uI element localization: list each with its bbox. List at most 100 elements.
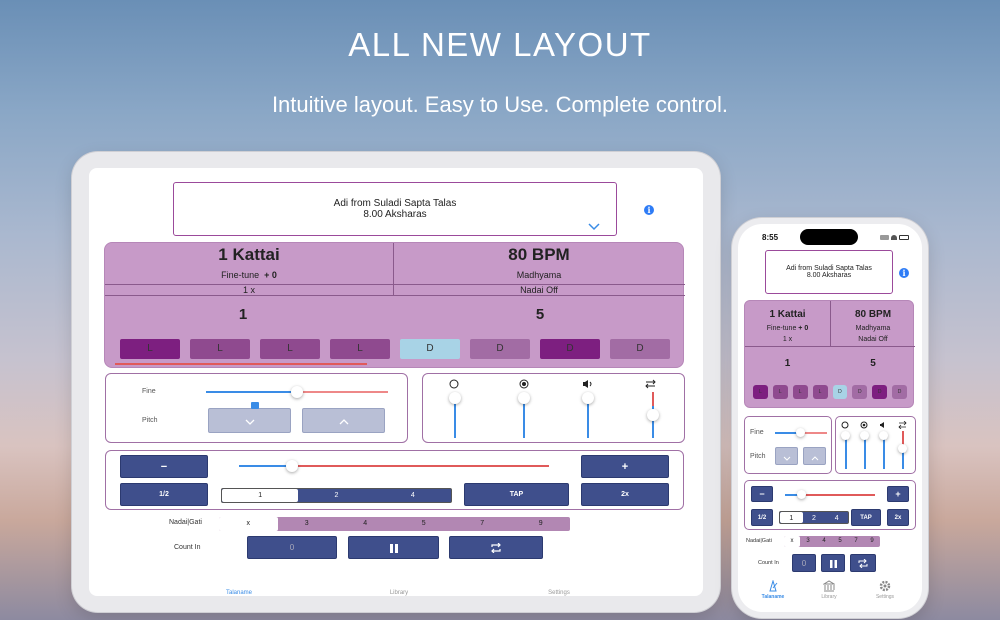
tempo-slider-knob[interactable] bbox=[797, 490, 806, 499]
pause-button[interactable] bbox=[348, 536, 439, 559]
bpm-value[interactable]: 80 BPM bbox=[854, 309, 892, 320]
fine-slider-knob[interactable] bbox=[291, 386, 303, 398]
beat-cell-4[interactable]: L bbox=[812, 385, 828, 399]
nadai-option-5[interactable]: 5 bbox=[838, 538, 842, 544]
tap-button[interactable]: TAP bbox=[464, 483, 569, 506]
wifi-icon bbox=[891, 235, 897, 240]
beat-cell-4[interactable]: L bbox=[330, 339, 390, 359]
beat-cell-6[interactable]: D bbox=[470, 339, 530, 359]
tab-library[interactable]: Library bbox=[808, 580, 850, 600]
volume-knob-3[interactable] bbox=[582, 392, 594, 404]
volume-slider-2[interactable] bbox=[864, 435, 866, 469]
pitch-up-button[interactable] bbox=[803, 447, 826, 465]
pitch-up-button[interactable] bbox=[302, 408, 385, 433]
beat-cell-1[interactable]: L bbox=[120, 339, 180, 359]
nadai-option-9[interactable]: 9 bbox=[538, 520, 543, 527]
fine-slider[interactable] bbox=[206, 386, 388, 398]
speed-segmented[interactable]: 1 2 4 bbox=[221, 488, 452, 503]
bpm-value[interactable]: 80 BPM bbox=[508, 245, 570, 264]
beat-cell-5[interactable]: D bbox=[400, 339, 460, 359]
nadai-option-9[interactable]: 9 bbox=[870, 538, 874, 544]
volume-knob-1[interactable] bbox=[841, 431, 850, 440]
tab-library[interactable]: Library bbox=[369, 590, 429, 596]
volume-slider-3[interactable] bbox=[883, 435, 885, 469]
tab-label: Settings bbox=[548, 590, 570, 596]
tab-settings[interactable]: Settings bbox=[529, 590, 589, 596]
volume-knob-4[interactable] bbox=[898, 444, 907, 453]
pause-button[interactable] bbox=[821, 554, 845, 572]
talam-selector[interactable]: Adi from Suladi Sapta Talas 8.00 Akshara… bbox=[173, 182, 617, 236]
nadai-option-x[interactable]: x bbox=[219, 517, 278, 531]
fine-slider[interactable] bbox=[775, 428, 827, 437]
speed-segmented[interactable]: 1 2 4 bbox=[779, 511, 849, 524]
half-button[interactable]: 1/2 bbox=[751, 509, 773, 526]
kattai-value[interactable]: 1 Kattai bbox=[218, 245, 280, 264]
volume-knob-2[interactable] bbox=[860, 431, 869, 440]
tempo-slider-knob[interactable] bbox=[286, 460, 298, 472]
nadai-option-x[interactable]: x bbox=[784, 536, 800, 547]
repeat-button[interactable] bbox=[850, 554, 876, 572]
pitch-down-button[interactable] bbox=[208, 408, 291, 433]
speed-option-2[interactable]: 2 bbox=[812, 515, 816, 522]
nadai-option-4[interactable]: 4 bbox=[822, 538, 826, 544]
double-button[interactable]: 2x bbox=[581, 483, 669, 506]
tab-settings[interactable]: Settings bbox=[864, 580, 906, 600]
nadai-option-3[interactable]: 3 bbox=[806, 538, 810, 544]
nadai-segmented[interactable]: x 3 4 5 7 9 bbox=[784, 536, 880, 547]
nadai-option-7[interactable]: 7 bbox=[480, 520, 485, 527]
nadai-option-5[interactable]: 5 bbox=[421, 520, 426, 527]
half-button[interactable]: 1/2 bbox=[120, 483, 208, 506]
speed-option-2[interactable]: 2 bbox=[334, 492, 339, 499]
plus-button[interactable]: + bbox=[887, 486, 909, 502]
countin-value[interactable]: 0 bbox=[247, 536, 337, 559]
tab-talaname[interactable]: Talaname bbox=[209, 590, 269, 596]
beat-cell-8[interactable]: D bbox=[892, 385, 907, 399]
volume-knob-2[interactable] bbox=[518, 392, 530, 404]
beat-cell-1[interactable]: L bbox=[753, 385, 768, 399]
volume-slider-1[interactable] bbox=[454, 398, 456, 438]
fine-label: Fine bbox=[750, 429, 764, 436]
volume-slider-1[interactable] bbox=[845, 435, 847, 469]
volume-slider-3[interactable] bbox=[587, 398, 589, 438]
volume-knob-1[interactable] bbox=[449, 392, 461, 404]
volume-knob-4[interactable] bbox=[647, 409, 659, 421]
tempo-slider[interactable] bbox=[239, 460, 549, 472]
iphone-screen: 8:55 Adi from Suladi Sapta Talas 8.00 Ak… bbox=[738, 224, 922, 612]
beat-cell-7[interactable]: D bbox=[540, 339, 600, 359]
finetune-readout: Fine-tune + 0 bbox=[105, 270, 393, 280]
speed-option-4[interactable]: 4 bbox=[834, 515, 839, 522]
repeat-icon bbox=[491, 542, 501, 554]
pitch-down-button[interactable] bbox=[775, 447, 798, 465]
volume-knob-3[interactable] bbox=[879, 431, 888, 440]
beat-cell-5[interactable]: D bbox=[832, 385, 848, 399]
info-icon[interactable]: i bbox=[899, 268, 909, 278]
fine-slider-knob[interactable] bbox=[796, 428, 805, 437]
speed-option-1[interactable]: 1 bbox=[222, 489, 299, 502]
plus-button[interactable]: + bbox=[581, 455, 669, 478]
speed-option-4[interactable]: 4 bbox=[410, 492, 415, 499]
speed-option-1[interactable]: 1 bbox=[780, 512, 803, 523]
beat-cell-3[interactable]: L bbox=[792, 385, 808, 399]
beat-cell-2[interactable]: L bbox=[190, 339, 250, 359]
minus-button[interactable]: − bbox=[120, 455, 208, 478]
tempo-slider[interactable] bbox=[785, 490, 875, 499]
repeat-button[interactable] bbox=[449, 536, 543, 559]
talam-selector[interactable]: Adi from Suladi Sapta Talas 8.00 Akshara… bbox=[765, 250, 893, 294]
volume-slider-2[interactable] bbox=[523, 398, 525, 438]
beat-cell-7[interactable]: D bbox=[872, 385, 888, 399]
minus-button[interactable]: − bbox=[751, 486, 773, 502]
nadai-option-7[interactable]: 7 bbox=[854, 538, 858, 544]
beat-cell-8[interactable]: D bbox=[610, 339, 670, 359]
kattai-value[interactable]: 1 Kattai bbox=[769, 309, 806, 320]
double-button[interactable]: 2x bbox=[887, 509, 909, 526]
nadai-option-3[interactable]: 3 bbox=[304, 520, 309, 527]
beat-cell-6[interactable]: D bbox=[852, 385, 868, 399]
nadai-segmented[interactable]: x 3 4 5 7 9 bbox=[219, 517, 570, 531]
tap-button[interactable]: TAP bbox=[851, 509, 881, 526]
info-icon[interactable]: i bbox=[644, 205, 654, 215]
tab-talaname[interactable]: Talaname bbox=[752, 579, 794, 600]
nadai-option-4[interactable]: 4 bbox=[363, 520, 368, 527]
beat-cell-3[interactable]: L bbox=[260, 339, 320, 359]
countin-value[interactable]: 0 bbox=[792, 554, 816, 572]
beat-cell-2[interactable]: L bbox=[772, 385, 788, 399]
